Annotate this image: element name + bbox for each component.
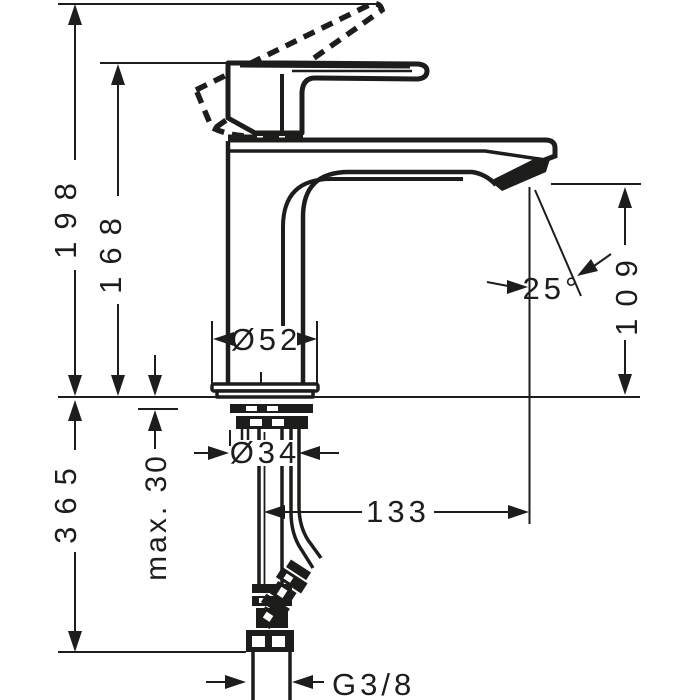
dimension-label-g38: G3/8	[332, 667, 415, 700]
dimension-arrowhead	[68, 631, 82, 652]
nut-slit	[250, 419, 262, 426]
dim-168: 168	[93, 62, 227, 396]
dimension-arrowhead	[68, 375, 82, 396]
spout-under-curve-inner	[281, 177, 463, 330]
g38-thread-tube	[251, 652, 292, 700]
stream-angle-line	[534, 189, 582, 297]
nut-facet	[272, 636, 285, 647]
supply-hoses	[246, 429, 323, 700]
dim-365: 365	[48, 400, 246, 653]
dimension-label-109: 109	[609, 248, 644, 336]
washer-slit	[246, 406, 257, 411]
angled-hose-right-edge	[297, 429, 323, 560]
connector-band	[286, 559, 312, 581]
dimension-arrowhead	[213, 332, 234, 346]
angled-hose-connector	[256, 559, 312, 630]
dim-max30: max. 30	[138, 355, 178, 581]
nut-facet	[252, 636, 265, 647]
dimension-arrowhead	[264, 505, 285, 519]
spout-under-curve-outer	[300, 169, 498, 385]
connector-slit	[262, 611, 274, 622]
connector-band	[252, 584, 292, 593]
dimension-arrowhead	[111, 375, 125, 396]
dimension-arrowhead	[148, 375, 162, 396]
dimension-layer: 198 168 365 max. 30	[48, 3, 644, 700]
label-background	[233, 440, 296, 466]
dimension-arrowhead	[68, 400, 82, 421]
dimension-arrowhead	[208, 446, 229, 460]
dimension-arrowhead	[68, 4, 82, 25]
mounting-hardware	[230, 404, 313, 440]
dimension-arrowhead	[296, 332, 317, 346]
leader-line	[593, 253, 612, 267]
dashed-lever-end	[194, 90, 214, 128]
dim-d34: Ø34	[194, 430, 339, 470]
connector-slit	[283, 573, 294, 583]
dimension-label-max30: max. 30	[140, 453, 173, 581]
connector-slit	[276, 586, 288, 599]
dimension-label-168: 168	[93, 206, 128, 294]
faucet	[194, 1, 558, 700]
connector-band	[260, 593, 290, 618]
dimension-arrowhead	[148, 410, 162, 431]
dimension-label-25deg: 25°	[523, 271, 582, 306]
dimension-arrowhead	[618, 374, 632, 395]
dimension-arrowhead	[292, 675, 313, 689]
lever-top-accent	[239, 62, 411, 69]
dimension-label-365: 365	[48, 456, 83, 544]
leader-line	[486, 281, 509, 287]
dim-g38: G3/8	[206, 667, 415, 700]
dim-133: 133	[264, 187, 531, 529]
dimension-arrowhead	[507, 280, 528, 294]
extension-lines	[211, 321, 318, 384]
dimension-arrowhead	[618, 187, 632, 208]
shank-detail-lines	[240, 429, 250, 440]
label-background	[234, 326, 297, 353]
dimension-arrowhead	[577, 259, 598, 276]
dimension-arrowhead	[225, 675, 246, 689]
spout-plate-underside	[228, 149, 540, 161]
dim-109: 109	[551, 183, 644, 395]
connector-band	[275, 567, 308, 594]
spout-body	[225, 137, 558, 385]
dimension-arrowhead	[508, 505, 529, 519]
handle-lever	[225, 60, 430, 141]
handle-outline	[225, 60, 430, 136]
dashed-lever-neck	[211, 125, 251, 139]
dimension-label-d52: Ø52	[231, 322, 302, 357]
aerator-tip	[490, 157, 550, 191]
washer-slit	[267, 406, 278, 411]
dim-d52: Ø52	[211, 321, 318, 384]
dimension-arrowhead	[299, 446, 320, 460]
dimension-arrowhead	[111, 64, 125, 85]
dim-198: 198	[48, 3, 380, 396]
dimension-label-198: 198	[48, 171, 83, 259]
dim-25deg: 25°	[486, 189, 612, 306]
dimension-label-d34: Ø34	[230, 435, 301, 470]
spout-top-edge	[228, 137, 558, 164]
nut-slit	[272, 419, 284, 426]
dimension-label-133: 133	[366, 494, 430, 529]
